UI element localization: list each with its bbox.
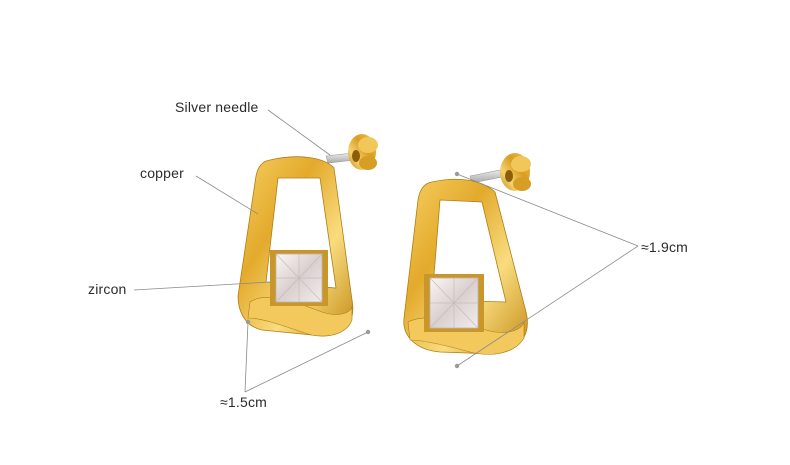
annotation-lines	[133, 109, 639, 393]
height-leader-top	[456, 173, 639, 247]
silver-needle-label: Silver needle	[175, 99, 259, 115]
copper-label: copper	[140, 165, 185, 181]
width-dimension-label: ≈1.5cm	[220, 394, 268, 410]
left-back-nut	[348, 134, 378, 170]
silver-needle-leader	[267, 109, 331, 156]
left-earring	[237, 134, 378, 337]
right-earring	[403, 153, 531, 355]
measurement-dots	[245, 171, 460, 369]
zircon-label: zircon	[88, 281, 127, 297]
zircon-leader	[133, 281, 271, 291]
left-zircon-stone	[270, 250, 328, 306]
right-zircon-stone	[424, 274, 484, 332]
right-back-nut	[500, 153, 531, 191]
height-dimension-label: ≈1.9cm	[641, 239, 689, 255]
height-leader-bottom	[456, 245, 639, 367]
width-leader-left	[244, 321, 249, 393]
width-leader-right	[244, 331, 369, 393]
copper-leader	[195, 175, 259, 215]
